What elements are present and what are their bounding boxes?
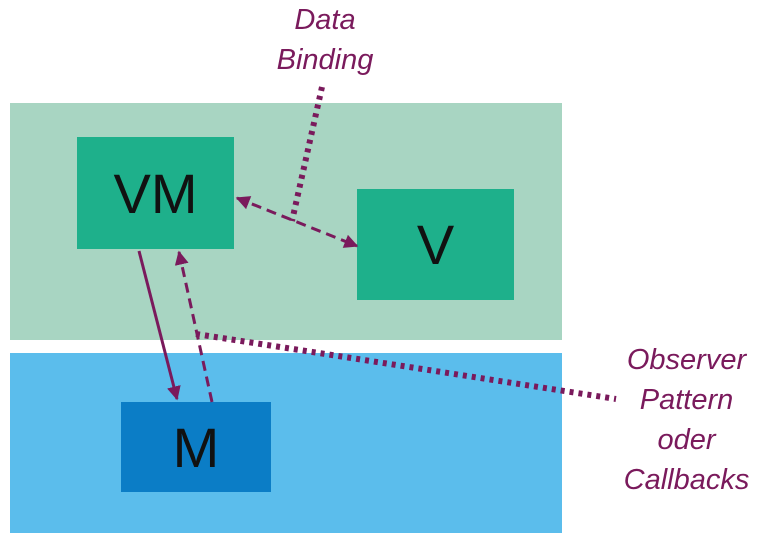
observer-caption-line: oder bbox=[657, 424, 716, 456]
model-label: M bbox=[172, 415, 220, 479]
view-box: V bbox=[357, 189, 514, 300]
data-binding-caption-line: Data bbox=[294, 4, 356, 36]
data-binding-caption-line: Binding bbox=[276, 44, 374, 76]
data-binding-pointer bbox=[289, 86, 325, 222]
data-binding-caption: Data Binding bbox=[230, 0, 420, 80]
observer-caption-line: Pattern bbox=[639, 384, 734, 416]
data-binding-arrow bbox=[235, 196, 359, 248]
observer-caption-line: Callbacks bbox=[623, 464, 750, 496]
model-layer bbox=[10, 353, 562, 533]
vm-to-m-arrow bbox=[137, 250, 181, 401]
model-box: M bbox=[121, 402, 271, 492]
m-to-vm-arrow bbox=[174, 250, 214, 403]
viewmodel-box: VM bbox=[77, 137, 234, 249]
observer-caption: Observer Pattern oder Callbacks bbox=[600, 340, 773, 500]
observer-caption-line: Observer bbox=[626, 344, 747, 376]
viewmodel-label: VM bbox=[113, 161, 198, 225]
observer-pointer bbox=[195, 331, 617, 402]
view-label: V bbox=[416, 213, 455, 276]
